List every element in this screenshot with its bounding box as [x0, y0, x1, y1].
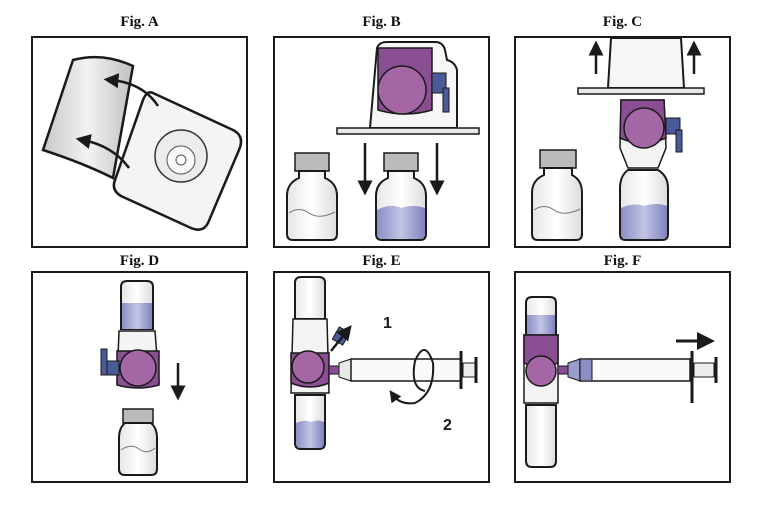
- figure-panel-f: [514, 271, 731, 483]
- figure-label-d: Fig. D: [119, 253, 160, 269]
- figure-label-c: Fig. C: [602, 14, 643, 30]
- step-number-2: 2: [443, 417, 452, 434]
- attach-syringe-illustration: 1 2: [290, 276, 478, 450]
- diluent-vial: [375, 152, 427, 241]
- figure-label-b: Fig. B: [362, 14, 401, 30]
- package-flange: [336, 127, 480, 135]
- figure-panel-d: [31, 271, 248, 483]
- figure-panel-b: [273, 36, 490, 248]
- lift-package-illustration: [531, 38, 705, 241]
- adapter-on-vial: [619, 99, 683, 241]
- invert-attach-illustration: [100, 280, 186, 476]
- syringe: [557, 351, 718, 403]
- peel-arrow-bottom: [75, 134, 131, 169]
- syringe: [328, 351, 478, 389]
- powder-vial: [118, 408, 158, 476]
- inverted-diluent-vial: [120, 280, 154, 330]
- figure-panel-e: 1 2: [273, 271, 490, 483]
- figure-label-e: Fig. E: [362, 253, 401, 269]
- powder-vial: [531, 149, 583, 241]
- peeled-lid: [41, 55, 135, 180]
- figure-panel-a: [31, 36, 248, 248]
- removed-cap-icon: [331, 326, 351, 346]
- press-adapter-illustration: [286, 41, 480, 241]
- powder-vial: [286, 152, 338, 241]
- remove-cap-arrow: [330, 325, 352, 352]
- package-shell: [606, 38, 686, 89]
- peel-arrow-top: [103, 73, 160, 107]
- figure-label-f: Fig. F: [603, 253, 642, 269]
- figure-label-a: Fig. A: [120, 14, 159, 30]
- figure-panel-c: [514, 36, 731, 248]
- withdraw-solution-illustration: [523, 296, 718, 468]
- peel-lid-illustration: [41, 55, 243, 231]
- step-number-1: 1: [383, 315, 392, 332]
- twist-arrow: [389, 349, 435, 405]
